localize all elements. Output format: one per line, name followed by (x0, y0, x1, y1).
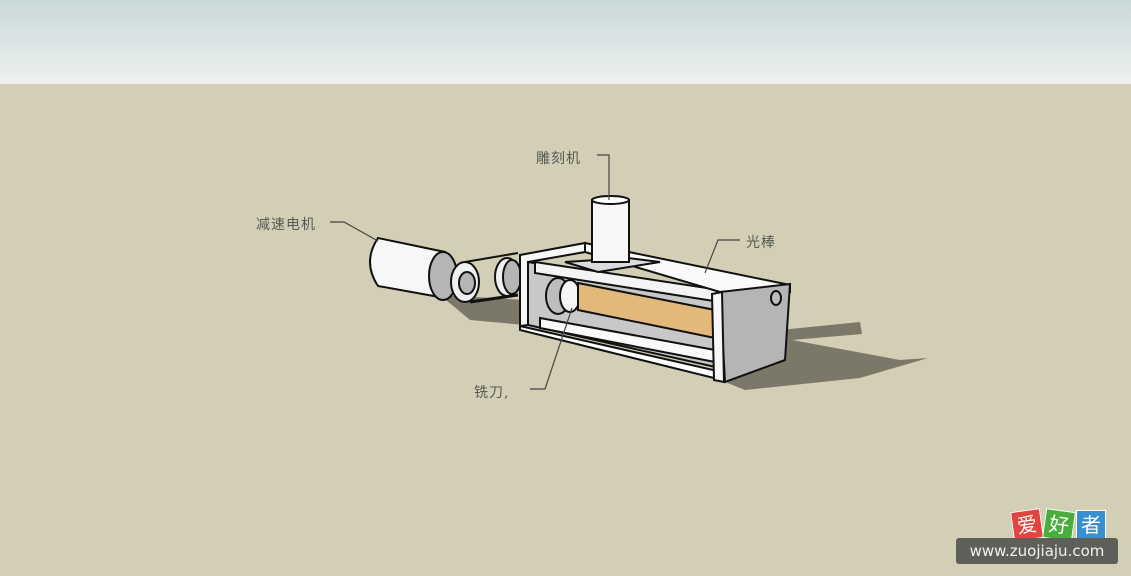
watermark-char-3: 者 (1076, 510, 1106, 540)
sky (0, 0, 1131, 84)
engraver-unit (564, 195, 661, 274)
label-gear-motor: 减速电机 (256, 217, 316, 233)
box-frame (519, 241, 792, 384)
label-polished-rod: 光棒 (746, 235, 776, 251)
watermark-url: www.zuojiaju.com (956, 538, 1118, 564)
gear-motor (369, 236, 522, 304)
watermark-logo: 爱 好 者 www.zuojiaju.com (948, 500, 1128, 572)
watermark-char-2: 好 (1042, 508, 1076, 542)
label-milling-cutter: 铣刀, (474, 385, 510, 401)
label-engraver: 雕刻机 (536, 151, 581, 167)
watermark-char-1: 爱 (1010, 508, 1044, 542)
leader-lines (330, 154, 740, 390)
